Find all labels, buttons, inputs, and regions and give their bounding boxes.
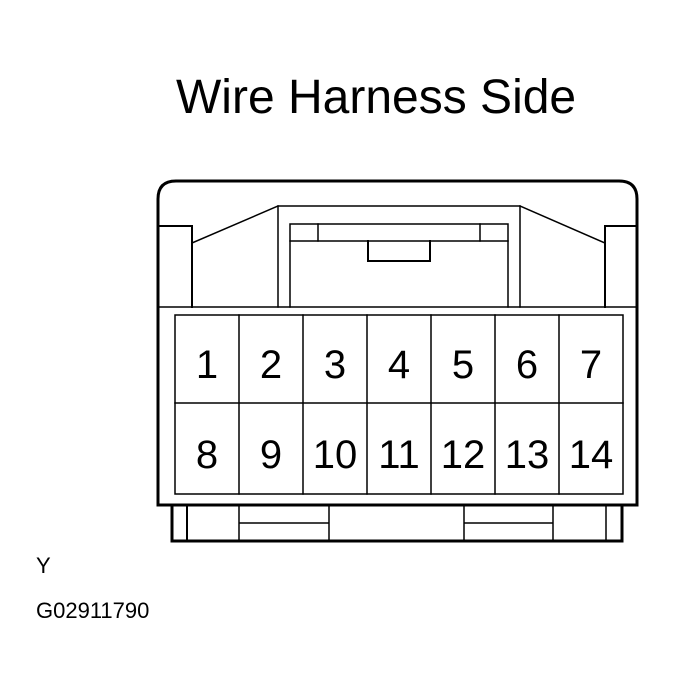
skirt-slot-right xyxy=(463,504,554,542)
skirt-slot-left xyxy=(238,504,330,542)
pin-1: 1 xyxy=(196,343,218,387)
pin-4: 4 xyxy=(388,343,410,387)
center-block xyxy=(277,205,521,308)
latch-frame xyxy=(289,223,509,308)
left-side-tab xyxy=(157,225,193,308)
diagram-title: Wire Harness Side xyxy=(176,71,577,124)
pin-8: 8 xyxy=(196,433,218,477)
pin-3: 3 xyxy=(324,343,346,387)
figure-id: G02911790 xyxy=(36,598,150,623)
pin-7: 7 xyxy=(580,343,602,387)
pin-14: 14 xyxy=(569,433,614,477)
pin-13: 13 xyxy=(505,433,550,477)
right-shoulder xyxy=(519,205,606,244)
pin-6: 6 xyxy=(516,343,538,387)
pin-9: 9 xyxy=(260,433,282,477)
pin-grid xyxy=(174,314,624,495)
pin-11: 11 xyxy=(378,433,420,477)
pin-2: 2 xyxy=(260,343,282,387)
lower-skirt xyxy=(170,503,624,543)
connector-body-outline xyxy=(156,179,639,507)
connector-color-code: Y xyxy=(36,553,51,578)
pin-5: 5 xyxy=(452,343,474,387)
right-side-tab xyxy=(604,225,638,308)
latch-notch xyxy=(367,240,431,262)
left-shoulder xyxy=(191,205,279,244)
pin-10: 10 xyxy=(313,433,358,477)
pin-12: 12 xyxy=(441,433,486,477)
